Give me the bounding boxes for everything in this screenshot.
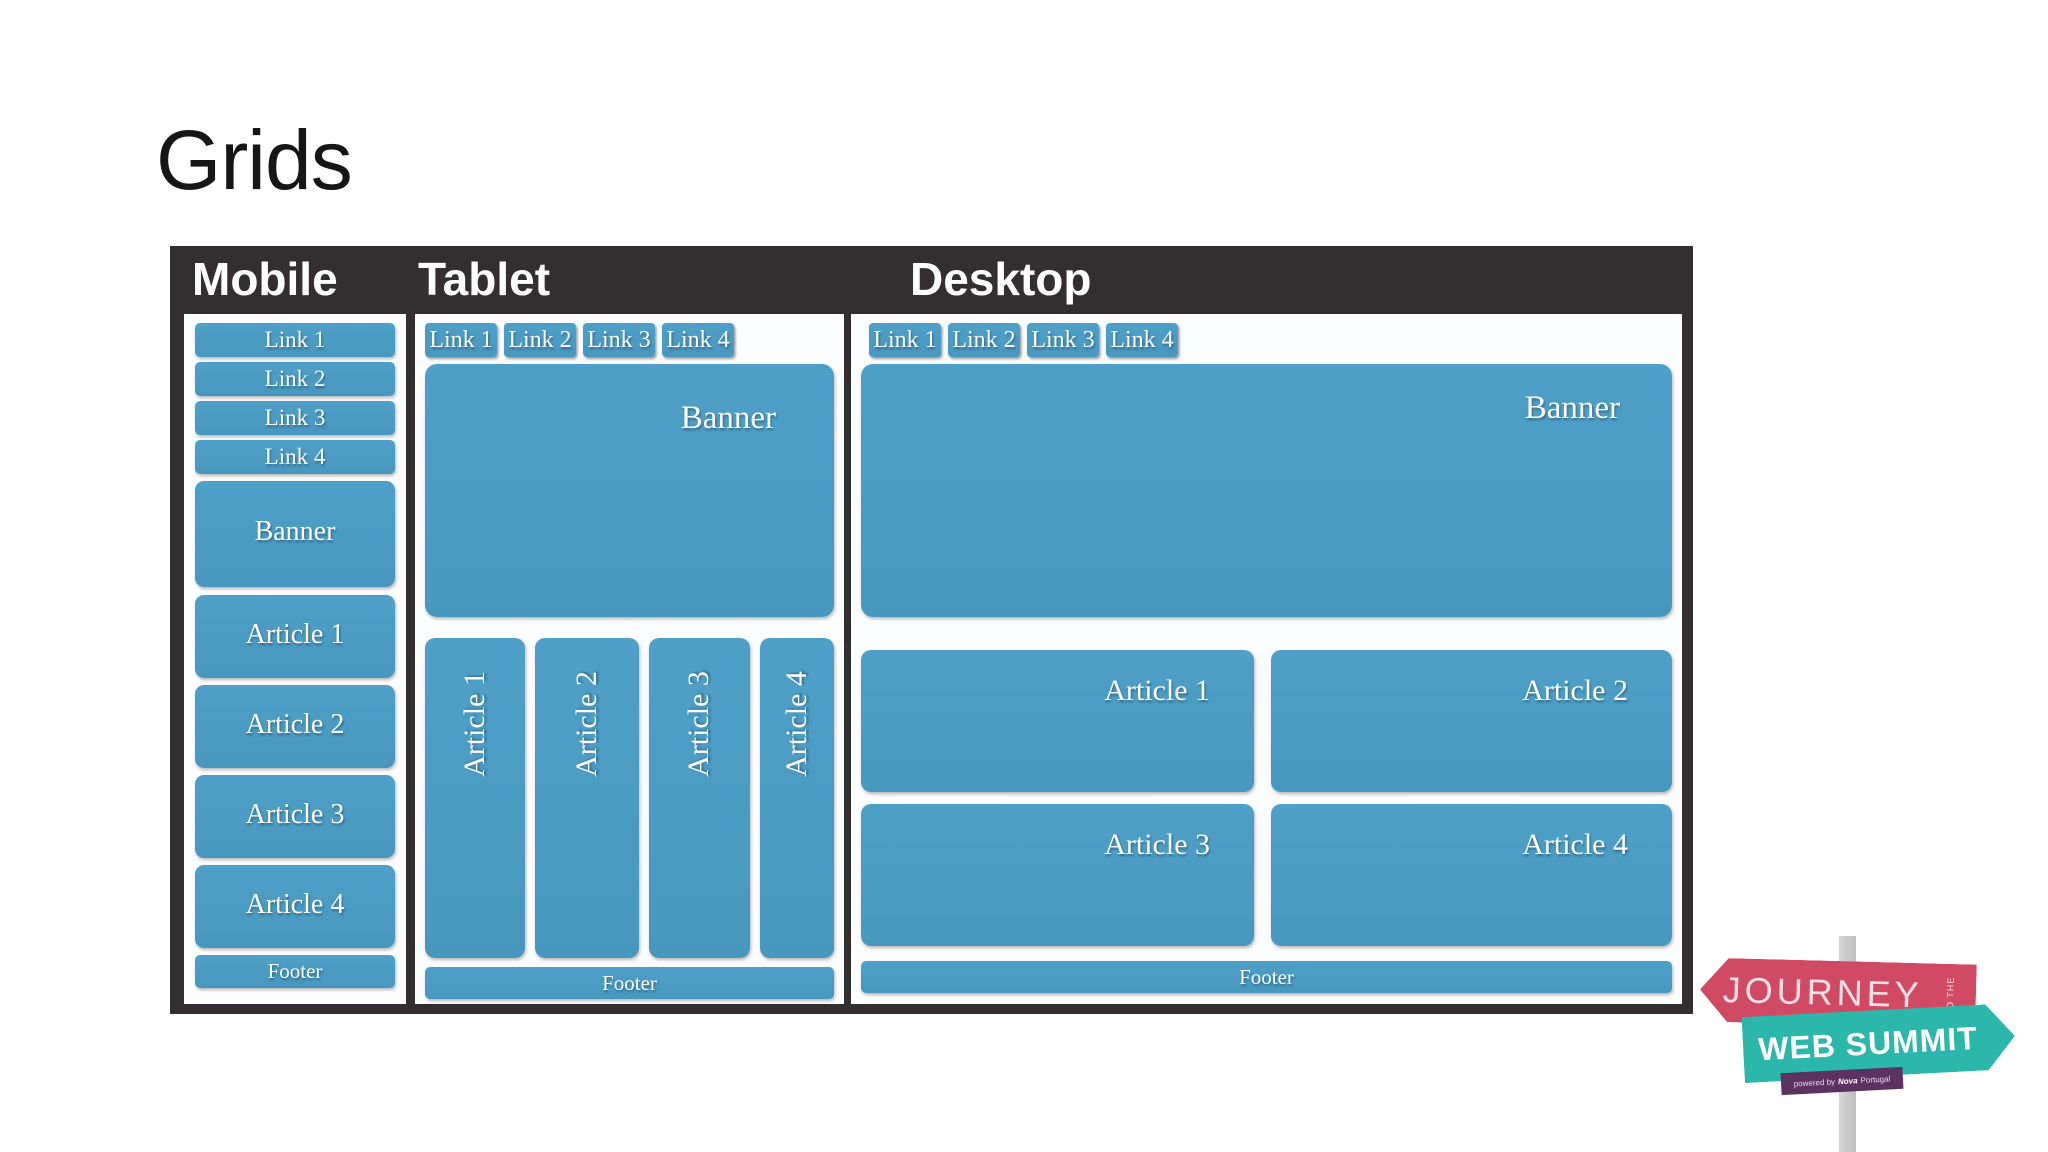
desktop-article-label: Article 4 <box>1522 828 1628 861</box>
tablet-articles-row: Article 1 Article 2 Article 3 Article 4 <box>425 638 834 958</box>
desktop-link-label: Link 2 <box>952 326 1016 353</box>
mobile-panel: Link 1 Link 2 Link 3 Link 4 Banner Artic… <box>184 314 406 1004</box>
device-header-mobile: Mobile <box>192 253 338 305</box>
mobile-link: Link 2 <box>195 362 395 396</box>
mobile-link-label: Link 1 <box>264 327 326 352</box>
mobile-article-label: Article 2 <box>245 708 345 740</box>
tablet-article-label: Article 3 <box>682 671 716 778</box>
mobile-article: Article 3 <box>195 775 395 858</box>
tablet-link: Link 3 <box>583 323 655 357</box>
mobile-footer-label: Footer <box>267 959 323 983</box>
mobile-article-label: Article 4 <box>245 888 345 920</box>
mobile-article: Article 4 <box>195 865 395 948</box>
tablet-link-label: Link 4 <box>666 326 730 353</box>
tablet-banner: Banner <box>425 364 834 617</box>
desktop-article: Article 4 <box>1271 804 1672 946</box>
desktop-link: Link 1 <box>869 323 941 357</box>
desktop-banner: Banner <box>861 364 1672 617</box>
desktop-footer: Footer <box>861 961 1672 993</box>
web-summit-label: WEB SUMMIT <box>1757 1019 1979 1067</box>
desktop-footer-label: Footer <box>1239 964 1294 989</box>
desktop-banner-label: Banner <box>1524 390 1620 426</box>
powered-by-label: powered by <box>1793 1076 1836 1089</box>
responsive-grids-diagram: Mobile Tablet Desktop Link 1 Link 2 Link… <box>170 246 1693 1014</box>
tablet-link-label: Link 3 <box>587 326 651 353</box>
desktop-article-label: Article 1 <box>1104 674 1211 707</box>
tablet-article-column: Article 4 <box>759 638 834 958</box>
mobile-link: Link 1 <box>195 323 395 357</box>
journey-label: JOURNEY <box>1722 968 1924 1016</box>
tablet-link: Link 4 <box>662 323 734 357</box>
tablet-article-column: Article 2 <box>535 638 639 958</box>
tablet-link: Link 1 <box>425 323 497 357</box>
mobile-article-label: Article 1 <box>245 618 345 650</box>
desktop-link: Link 3 <box>1027 323 1099 357</box>
mobile-footer: Footer <box>195 955 395 988</box>
tablet-link: Link 2 <box>504 323 576 357</box>
mobile-link: Link 3 <box>195 401 395 435</box>
tablet-article-column: Article 1 <box>425 638 526 958</box>
device-header-desktop: Desktop <box>910 253 1092 305</box>
desktop-link-label: Link 4 <box>1110 326 1174 353</box>
powered-suffix-label: Portugal <box>1860 1073 1891 1085</box>
desktop-article-label: Article 2 <box>1522 674 1628 707</box>
mobile-link: Link 4 <box>195 440 395 474</box>
tablet-banner-label: Banner <box>680 400 776 436</box>
desktop-link: Link 4 <box>1106 323 1178 357</box>
page-title: Grids <box>156 113 353 207</box>
tablet-article-column: Article 3 <box>648 638 750 958</box>
desktop-link-label: Link 3 <box>1031 326 1095 353</box>
tablet-link-label: Link 2 <box>508 326 572 353</box>
desktop-articles-grid: Article 1 Article 2 Article 3 Article 4 <box>861 650 1672 946</box>
tablet-article-label: Article 1 <box>458 671 492 778</box>
desktop-links-row: Link 1 Link 2 Link 3 Link 4 <box>869 323 1672 357</box>
desktop-article: Article 1 <box>861 650 1255 792</box>
tablet-footer: Footer <box>425 967 834 999</box>
desktop-link-label: Link 1 <box>873 326 937 353</box>
powered-brand-label: Nova <box>1837 1075 1858 1086</box>
tablet-links-row: Link 1 Link 2 Link 3 Link 4 <box>425 323 834 357</box>
tablet-footer-label: Footer <box>602 970 657 995</box>
desktop-link: Link 2 <box>948 323 1020 357</box>
mobile-banner: Banner <box>195 481 395 587</box>
desktop-article: Article 2 <box>1271 650 1672 792</box>
mobile-article-label: Article 3 <box>245 798 345 830</box>
mobile-article: Article 2 <box>195 685 395 768</box>
mobile-link-label: Link 2 <box>264 366 326 391</box>
mobile-link-label: Link 4 <box>264 444 326 469</box>
tablet-link-label: Link 1 <box>429 326 493 353</box>
tablet-article-label: Article 2 <box>570 671 604 778</box>
tablet-article-label: Article 4 <box>779 671 813 778</box>
desktop-article: Article 3 <box>861 804 1255 946</box>
mobile-banner-label: Banner <box>254 516 336 547</box>
desktop-panel: Link 1 Link 2 Link 3 Link 4 Banner Artic… <box>851 314 1682 1004</box>
desktop-article-label: Article 3 <box>1104 828 1211 861</box>
mobile-article: Article 1 <box>195 595 395 678</box>
tablet-panel: Link 1 Link 2 Link 3 Link 4 Banner Artic… <box>415 314 844 1004</box>
device-header-tablet: Tablet <box>418 253 551 305</box>
mobile-link-label: Link 3 <box>264 405 326 430</box>
